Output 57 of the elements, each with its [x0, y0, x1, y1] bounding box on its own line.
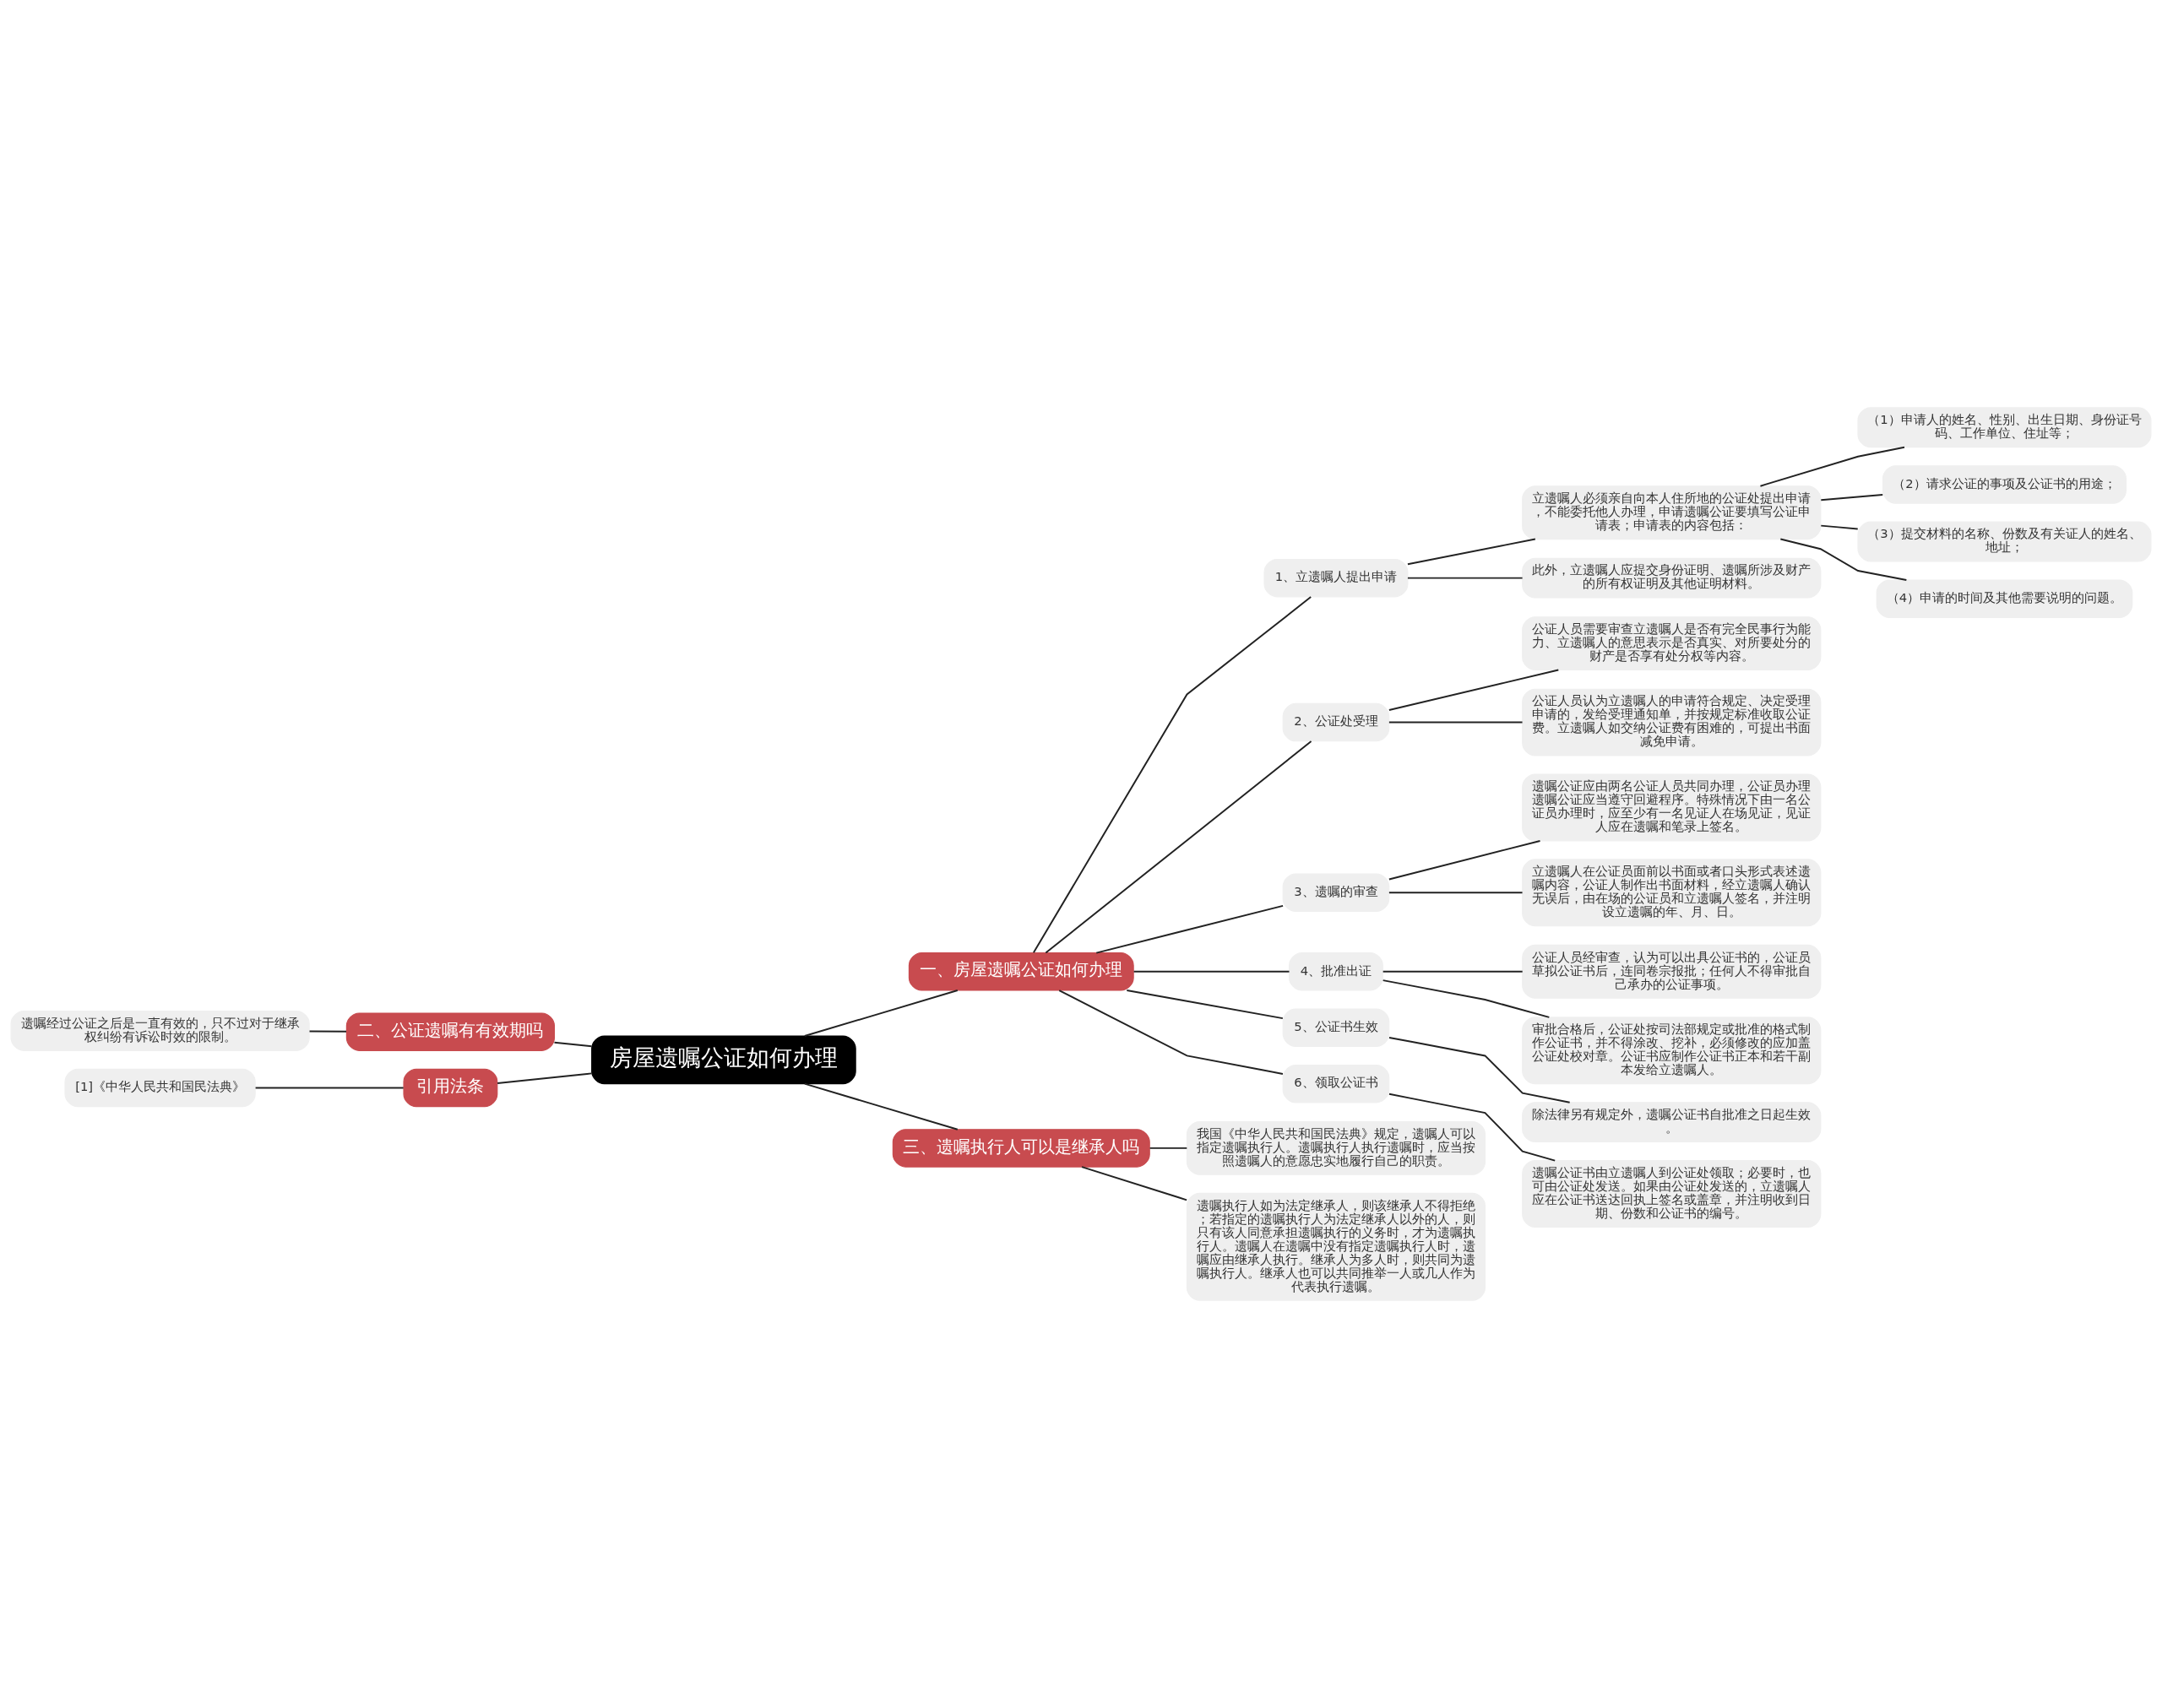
connector — [1126, 990, 1284, 1020]
connector — [1406, 577, 1524, 579]
connector — [497, 1072, 593, 1084]
connector — [1820, 524, 1859, 530]
node-box: 5、公证书生效 — [1282, 1008, 1390, 1047]
node-box: （3）提交材料的名称、份数及有关证人的姓名、地址； — [1857, 521, 2152, 562]
connector — [1045, 740, 1312, 954]
connector — [254, 1087, 405, 1089]
node-box: 审批合格后，公证处按司法部规定或批准的格式制作公证书，并不得涂改、挖补，必须修改的应加盖公证处校对章。公证书应制作公证书正本和若干副本发给立遗嘱人。 — [1522, 1017, 1822, 1085]
node-box: 6、领取公证书 — [1282, 1064, 1390, 1103]
node-box: 4、批准出证 — [1289, 952, 1383, 991]
connector — [1032, 596, 1312, 954]
node-box: 遗嘱经过公证之后是一直有效的，只不过对于继承权纠纷有诉讼时效的限制。 — [10, 1010, 310, 1051]
node-box: 二、公证遗嘱有有效期吗 — [345, 1012, 555, 1051]
node-box: 三、遗嘱执行人可以是继承人吗 — [892, 1129, 1150, 1168]
node-box: 立遗嘱人必须亲自向本人住所地的公证处提出申请，不能委托他人办理，申请遗嘱公证要填写公证申请表；申请表的内容包括： — [1522, 485, 1822, 540]
node-box: 此外，立遗嘱人应提交身份证明、遗嘱所涉及财产的所有权证明及其他证明材料。 — [1522, 557, 1822, 599]
node-box: 公证人员经审查，认为可以出具公证书的，公证员草拟公证书后，连同卷宗报批；任何人不得审批自己承办的公证事项。 — [1522, 944, 1822, 999]
connector — [1388, 721, 1524, 724]
connector — [1382, 970, 1524, 973]
connector — [803, 990, 959, 1038]
node-box: 一、房屋遗嘱公证如何办理 — [908, 952, 1134, 991]
node-box: （2）请求公证的事项及公证书的用途； — [1882, 465, 2127, 504]
connector — [1149, 1147, 1188, 1149]
node-box: 公证人员需要审查立遗嘱人是否有完全民事行为能力、立遗嘱人的意思表示是否真实、对所要处分的财产是否享有处分权等内容。 — [1522, 616, 1822, 671]
connector — [1095, 904, 1285, 954]
node-box: 遗嘱公证应由两名公证人员共同办理，公证员办理遗嘱公证应当遵守回避程序。特殊情况下由一名公证员办理时，应至少有一名见证人在场见证，见证人应在遗嘱和笔录上签名。 — [1522, 773, 1822, 842]
node-box: 除法律另有规定外，遗嘱公证书自批准之日起生效。 — [1522, 1102, 1822, 1143]
connector — [1406, 538, 1536, 566]
connector — [1388, 669, 1560, 711]
connector — [803, 1082, 959, 1131]
connector — [1133, 970, 1290, 973]
node-box: 遗嘱执行人如为法定继承人，则该继承人不得拒绝；若指定的遗嘱执行人为法定继承人以外的人，则只有该人同意承担遗嘱执行的义务时，才为遗嘱执行人。遗嘱人在遗嘱中没有指定遗嘱执行人时，遗嘱应由继承人执行。继承人为多人时，则共同为遗嘱执行人。继承人也可以共同推举一人或几人作为代表执行遗嘱。 — [1186, 1192, 1486, 1301]
connector — [553, 1041, 593, 1048]
connector — [1779, 538, 1908, 582]
connector — [1388, 1036, 1571, 1103]
node-box: 房屋遗嘱公证如何办理 — [591, 1035, 856, 1085]
connector — [1388, 1093, 1556, 1162]
node-box: 我国《中华人民共和国民法典》规定，遗嘱人可以指定遗嘱执行人。遗嘱执行人执行遗嘱时，应当按照遗嘱人的意愿忠实地履行自己的职责。 — [1186, 1120, 1486, 1175]
node-box: [1]《中华人民共和国民法典》 — [64, 1068, 256, 1108]
node-box: 引用法条 — [403, 1068, 498, 1108]
connector — [1388, 892, 1524, 894]
connector — [1759, 446, 1905, 487]
node-box: 公证人员认为立遗嘱人的申请符合规定、决定受理申请的，发给受理通知单，并按规定标准收取公证费。立遗嘱人如交纳公证费有困难的，可提出书面减免申请。 — [1522, 688, 1822, 756]
connector — [1820, 494, 1884, 502]
node-box: 3、遗嘱的审查 — [1282, 873, 1390, 913]
node-box: （4）申请的时间及其他需要说明的问题。 — [1876, 579, 2133, 618]
node-box: 2、公证处受理 — [1282, 702, 1390, 742]
node-box: 1、立遗嘱人提出申请 — [1263, 558, 1409, 598]
connector — [1058, 990, 1284, 1075]
connector — [1382, 979, 1551, 1018]
connector — [1388, 839, 1541, 881]
node-box: 遗嘱公证书由立遗嘱人到公证处领取；必要时，也可由公证处发送。如果由公证处发送的，立遗嘱人应在公证书送达回执上签名或盖章，并注明收到日期、份数和公证书的编号。 — [1522, 1160, 1822, 1228]
connector — [1081, 1166, 1188, 1201]
connector — [308, 1030, 347, 1033]
node-box: 立遗嘱人在公证员面前以书面或者口头形式表述遗嘱内容，公证人制作出书面材料，经立遗嘱人确认无误后，由在场的公证员和立遗嘱人签名，并注明设立遗嘱的年、月、日。 — [1522, 859, 1822, 927]
node-box: （1）申请人的姓名、性别、出生日期、身份证号码、工作单位、住址等； — [1857, 407, 2152, 448]
